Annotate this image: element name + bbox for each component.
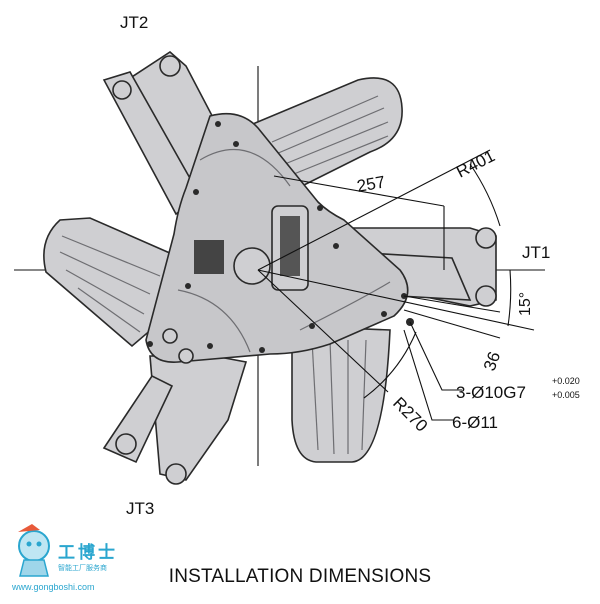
label-r401: R401 bbox=[453, 146, 498, 181]
dim-36-line bbox=[403, 309, 501, 339]
label-jt3: JT3 bbox=[126, 499, 154, 518]
label-tol-plus: +0.020 bbox=[552, 376, 580, 386]
r270-radius-line bbox=[257, 269, 389, 393]
label-pin-holes: 3-Ø10G7 bbox=[456, 383, 526, 402]
angle-15-line bbox=[257, 269, 535, 331]
watermark-url: www.gongboshi.com bbox=[12, 582, 95, 592]
r270-arc bbox=[363, 331, 417, 399]
watermark-name: 工博士 bbox=[58, 543, 118, 563]
label-jt1: JT1 bbox=[522, 243, 550, 262]
label-257: 257 bbox=[355, 172, 386, 196]
dim-257-line bbox=[273, 175, 445, 207]
pin-holes-leader bbox=[409, 321, 462, 391]
arm-jt3 bbox=[102, 355, 248, 485]
bolt-holes-leader bbox=[403, 329, 454, 421]
label-angle-15: 15° bbox=[517, 292, 534, 316]
r401-arc bbox=[469, 163, 501, 227]
drawing-caption: INSTALLATION DIMENSIONS bbox=[168, 566, 432, 587]
label-jt2: JT2 bbox=[120, 13, 148, 32]
dimension-lines bbox=[257, 149, 535, 421]
label-r270: R270 bbox=[389, 393, 431, 435]
label-bolt-holes: 6-Ø11 bbox=[452, 413, 498, 432]
r401-radius-line bbox=[257, 149, 491, 271]
label-36: 36 bbox=[480, 349, 504, 373]
base-body bbox=[145, 112, 409, 364]
watermark-tagline: 智能工厂服务商 bbox=[58, 564, 107, 572]
mounting-holes bbox=[147, 121, 414, 353]
watermark-logo-icon bbox=[18, 524, 50, 577]
label-tol-minus: +0.005 bbox=[552, 390, 580, 400]
angle-15-arc bbox=[507, 269, 512, 327]
